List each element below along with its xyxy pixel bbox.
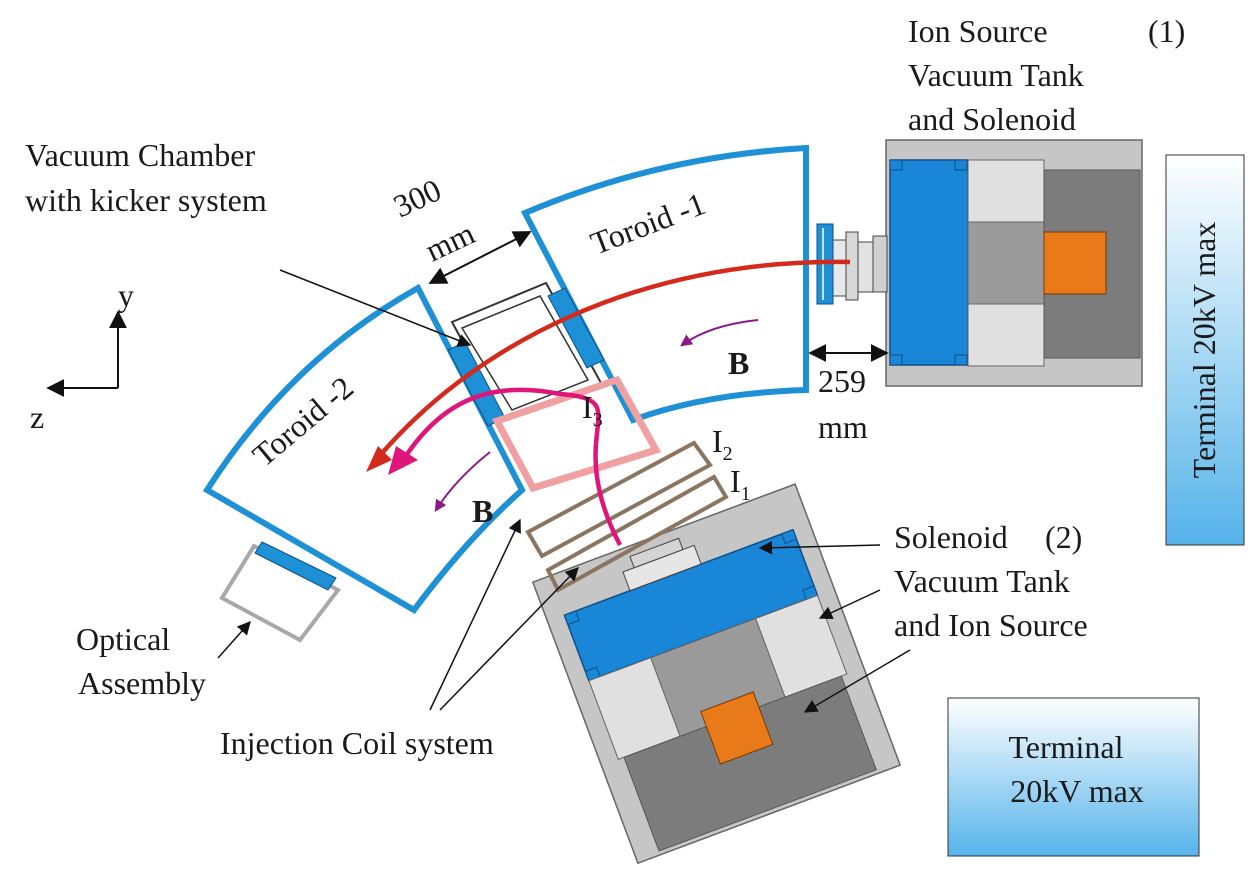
- b-field-label-1: B: [728, 345, 749, 381]
- coil-i3-label: I3: [582, 389, 603, 431]
- solenoid-2-label-line3: and Ion Source: [894, 607, 1088, 643]
- ion-source-2-assembly: [531, 483, 902, 865]
- axis-y-label: y: [118, 277, 134, 313]
- b-field-label-2: B: [472, 493, 493, 529]
- terminal-2-label-line2: 20kV max: [1010, 773, 1144, 809]
- toroid-2: [202, 283, 526, 614]
- optical-assembly-label-line2: Assembly: [78, 665, 206, 701]
- dim-300-unit: mm: [420, 215, 480, 269]
- vacuum-chamber-label-line1: Vacuum Chamber: [25, 137, 256, 173]
- beam-red-arrowhead: [366, 446, 392, 472]
- terminal-2: Terminal 20kV max: [947, 697, 1200, 857]
- leader-arrows: [217, 269, 911, 713]
- injection-coils: [525, 440, 729, 593]
- optical-assembly: [219, 541, 342, 643]
- solenoid-2-number: (2): [1045, 519, 1082, 555]
- terminal-2-label-line1: Terminal: [1008, 729, 1123, 765]
- optical-assembly-label-line1: Optical: [76, 621, 170, 657]
- vacuum-chamber-label-line2: with kicker system: [25, 182, 267, 218]
- beam-magenta-trajectory: [398, 387, 622, 547]
- terminal-1-label: Terminal 20kV max: [1186, 222, 1222, 479]
- solenoid-2-label-line1: Solenoid: [894, 519, 1008, 555]
- ion-source-1-label-line2: Vacuum Tank: [908, 57, 1084, 93]
- b-field-arrow-2: [434, 451, 491, 513]
- injection-coil-label: Injection Coil system: [220, 725, 494, 761]
- dim-300-arrow: [428, 231, 532, 284]
- ion-source-1-assembly: [816, 139, 1143, 387]
- terminal-1: Terminal 20kV max: [1165, 154, 1245, 546]
- beam-magenta-arrowhead: [388, 446, 418, 475]
- ion-source-1-label-line1: Ion Source: [908, 13, 1048, 49]
- coil-i1-label: I1: [730, 463, 751, 505]
- pink-chamber: [491, 375, 662, 493]
- ion-source-1-label-line3: and Solenoid: [908, 101, 1076, 137]
- axis-z-label: z: [30, 399, 44, 435]
- ion-source-1-number: (1): [1148, 13, 1185, 49]
- beam-red-trajectory: [370, 259, 851, 467]
- dim-300-value: 300: [388, 171, 447, 224]
- b-field-arrow-1: [680, 319, 759, 347]
- dim-259-unit: mm: [818, 409, 868, 445]
- solenoid-2-label-line2: Vacuum Tank: [894, 563, 1070, 599]
- coil-i2-label: I2: [712, 423, 733, 465]
- dim-259-value: 259: [818, 363, 866, 399]
- axis-indicator: [46, 310, 127, 397]
